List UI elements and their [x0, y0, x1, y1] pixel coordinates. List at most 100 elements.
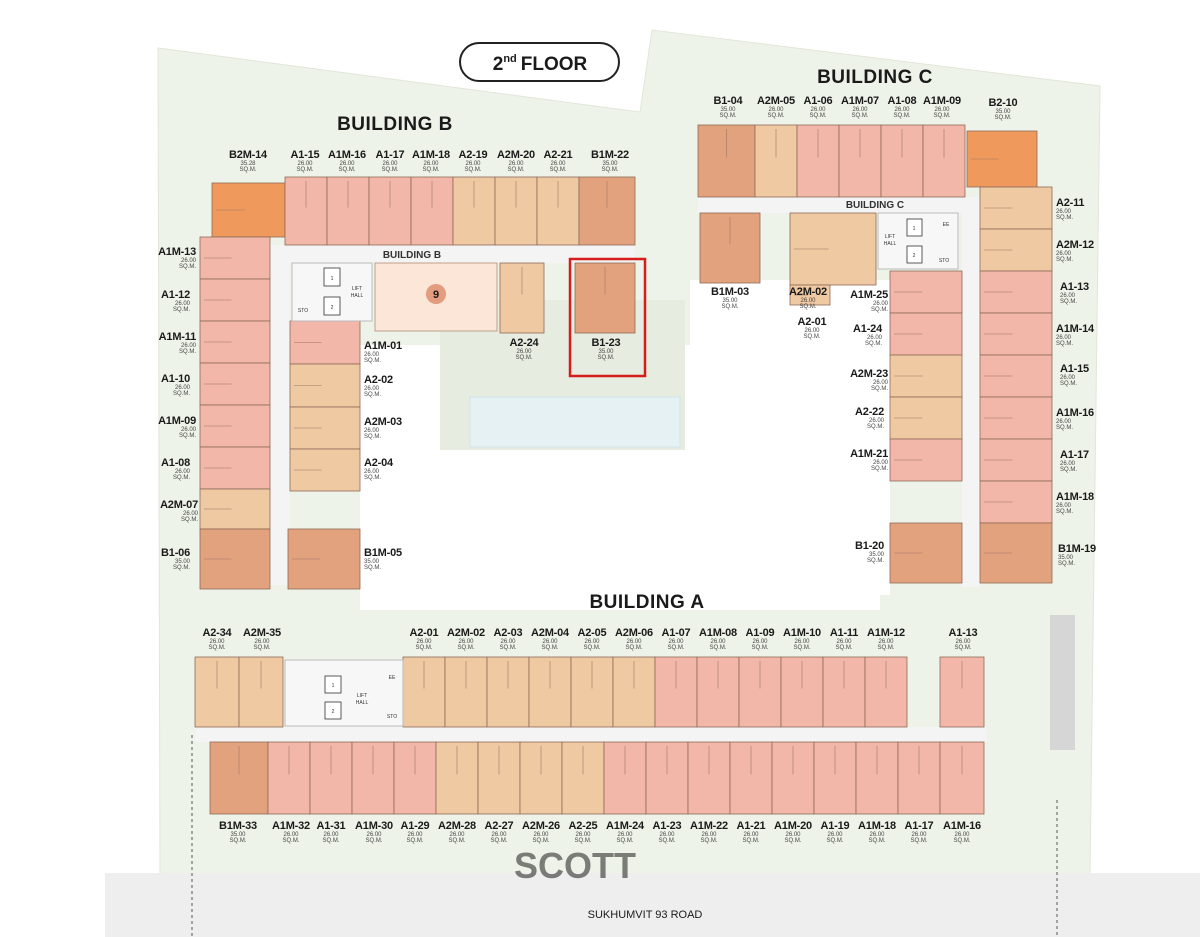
unit-code-label: A1M-12	[867, 627, 905, 639]
unit-code-label: A1M-16	[943, 820, 981, 832]
lift-core-c: 1 2 LIFT HALL EE STO	[877, 212, 959, 270]
unit-area-label: 35.00	[364, 559, 380, 565]
unit-code-label: B1-04	[714, 95, 744, 107]
unit-code-label: A2M-28	[438, 820, 476, 832]
building-b-title: BUILDING B	[337, 114, 453, 135]
unit-code-label: A1-10	[161, 373, 190, 385]
unit-area-label: 26.00	[911, 832, 927, 838]
unit-sqm-label: SQ.M.	[515, 355, 532, 361]
unit-a2-01-42[interactable]	[789, 284, 831, 306]
svg-text:2: 2	[913, 253, 916, 259]
unit-area-label: 26.00	[339, 161, 355, 167]
unit-area-label: 26.00	[584, 639, 600, 645]
unit-code-label: B1M-33	[219, 820, 257, 832]
unit-sqm-label: SQ.M.	[173, 565, 190, 571]
unit-code-label: A2-05	[578, 627, 607, 639]
unit-sqm-label: SQ.M.	[793, 645, 810, 651]
unit-area-label: 35.00	[720, 107, 736, 113]
unit-code-label: A1M-11	[159, 331, 196, 343]
unit-area-label: 26.00	[869, 832, 885, 838]
unit-code-label: A1M-30	[355, 820, 393, 832]
unit-code-label: A1M-16	[1056, 407, 1094, 419]
unit-area-label: 26.00	[1056, 209, 1072, 215]
unit-code-label: A2M-35	[243, 627, 281, 639]
unit-sqm-label: SQ.M.	[700, 838, 717, 844]
svg-text:1: 1	[913, 226, 916, 232]
unit-code-label: A1M-14	[1056, 323, 1095, 335]
unit-sqm-label: SQ.M.	[910, 838, 927, 844]
unit-code-label: A2M-02	[789, 286, 827, 298]
unit-area-label: 26.00	[181, 427, 197, 433]
unit-code-label: A1M-20	[774, 820, 812, 832]
unit-sqm-label: SQ.M.	[1056, 341, 1073, 347]
unit-a1m-24-73[interactable]	[603, 741, 647, 815]
unit-sqm-label: SQ.M.	[851, 113, 868, 119]
svg-text:HALL: HALL	[356, 700, 369, 706]
unit-sqm-label: SQ.M.	[709, 645, 726, 651]
unit-sqm-label: SQ.M.	[541, 645, 558, 651]
unit-code-label: A1M-18	[858, 820, 896, 832]
unit-area-label: 26.00	[209, 639, 225, 645]
unit-sqm-label: SQ.M.	[625, 645, 642, 651]
unit-sqm-label: SQ.M.	[1056, 509, 1073, 515]
svg-text:HALL: HALL	[884, 241, 897, 247]
unit-area-label: 26.00	[710, 639, 726, 645]
unit-a1m-14-34[interactable]	[979, 312, 1053, 356]
unit-a2m-06-56[interactable]	[612, 656, 656, 728]
unit-sqm-label: SQ.M.	[933, 113, 950, 119]
unit-code-label: B1M-22	[591, 149, 629, 161]
unit-sqm-label: SQ.M.	[448, 838, 465, 844]
unit-code-label: A2M-02	[447, 627, 485, 639]
unit-code-label: A1M-13	[158, 246, 196, 258]
unit-area-label: 26.00	[516, 349, 532, 355]
svg-text:LIFT: LIFT	[357, 693, 367, 699]
unit-code-label: A1M-21	[850, 448, 888, 460]
unit-sqm-label: SQ.M.	[616, 838, 633, 844]
unit-code-label: A2-11	[1056, 197, 1084, 209]
corridor-c-top	[698, 197, 976, 213]
unit-sqm-label: SQ.M.	[364, 565, 381, 571]
unit-code-label: B2M-14	[229, 149, 268, 161]
unit-sqm-label: SQ.M.	[809, 113, 826, 119]
unit-sqm-label: SQ.M.	[719, 113, 736, 119]
unit-code-label: A1M-08	[699, 627, 737, 639]
unit-sqm-label: SQ.M.	[868, 838, 885, 844]
svg-text:EE: EE	[389, 675, 396, 681]
unit-code-label: A1M-16	[328, 149, 366, 161]
unit-area-label: 26.00	[768, 107, 784, 113]
unit-sqm-label: SQ.M.	[803, 334, 820, 340]
unit-sqm-label: SQ.M.	[181, 517, 198, 523]
unit-sqm-label: SQ.M.	[296, 167, 313, 173]
unit-sqm-label: SQ.M.	[364, 392, 381, 398]
unit-sqm-label: SQ.M.	[364, 358, 381, 364]
unit-area-label: 35.00	[230, 832, 246, 838]
unit-area-label: 26.00	[254, 639, 270, 645]
unit-code-label: B2-10	[989, 97, 1018, 109]
unit-area-label: 26.00	[785, 832, 801, 838]
unit-sqm-label: SQ.M.	[1056, 257, 1073, 263]
unit-area-label: 26.00	[458, 639, 474, 645]
unit-sqm-label: SQ.M.	[867, 424, 884, 430]
unit-code-label: B1-23	[592, 337, 621, 349]
unit-sqm-label: SQ.M.	[406, 838, 423, 844]
unit-area-label: 26.00	[366, 832, 382, 838]
road-label: SUKHUMVIT 93 ROAD	[588, 909, 703, 921]
unit-area-label: 26.00	[954, 832, 970, 838]
unit-area-label: 26.00	[1056, 503, 1072, 509]
unit-area-label: 26.00	[873, 460, 889, 466]
unit-code-label: A1M-09	[158, 415, 196, 427]
unit-area-label: 26.00	[752, 639, 768, 645]
unit-a2-24-22[interactable]	[499, 262, 545, 334]
unit-area-label: 26.00	[175, 385, 191, 391]
unit-code-label: A1-09	[746, 627, 775, 639]
unit-area-label: 35.00	[995, 109, 1011, 115]
unit-area-label: 26.00	[407, 832, 423, 838]
unit-area-label: 26.00	[364, 352, 380, 358]
unit-area-label: 26.00	[323, 832, 339, 838]
unit-sqm-label: SQ.M.	[549, 167, 566, 173]
unit-area-label: 35.00	[1058, 555, 1074, 561]
unit-area-label: 26.00	[181, 343, 197, 349]
unit-code-label: A2-19	[459, 149, 488, 161]
unit-code-label: A1M-25	[850, 289, 888, 301]
